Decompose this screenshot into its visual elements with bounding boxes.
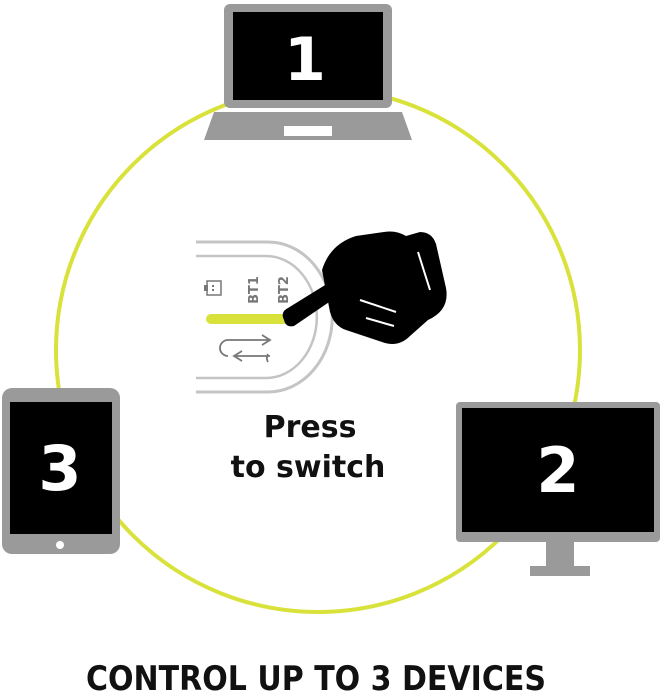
switch-arrows-icon (219, 334, 272, 363)
bt1-label: BT1 (247, 276, 262, 304)
bt2-label: BT2 (277, 276, 292, 304)
monitor-device-2: 2 (456, 402, 660, 576)
bluetooth-switch-module: BT1 BT2 (196, 240, 334, 394)
device-number-2: 2 (536, 434, 579, 507)
laptop-device-1: 1 (204, 4, 412, 140)
usb-receiver-icon (204, 280, 222, 296)
instruction-line-1: Press (264, 410, 357, 445)
pointing-hand-icon (282, 231, 447, 344)
footer-title: CONTROL UP TO 3 DEVICES (86, 659, 546, 699)
device-number-1: 1 (284, 25, 326, 95)
device-number-3: 3 (38, 432, 81, 505)
instruction-line-2: to switch (231, 450, 386, 485)
switch-slider[interactable] (206, 314, 296, 324)
tablet-device-3: 3 (2, 388, 120, 554)
